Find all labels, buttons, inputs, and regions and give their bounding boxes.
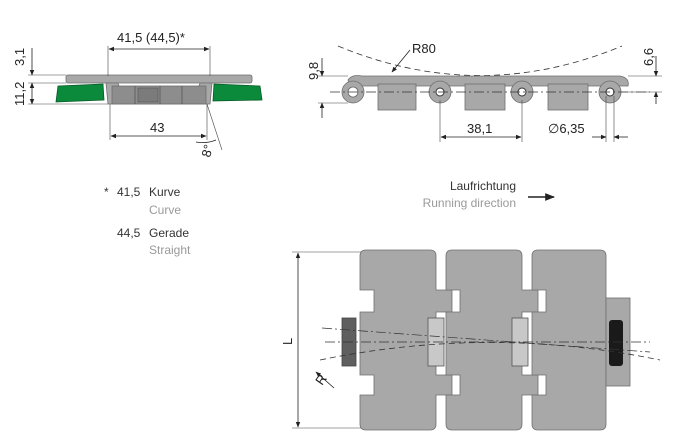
top-plate-3 <box>531 249 607 431</box>
dim-width-43: 43 <box>150 120 164 135</box>
note-curve-value: 41,5 <box>117 185 141 199</box>
curve-path <box>319 342 661 361</box>
side-view: R80 9,8 6,6 38,1 <box>306 41 662 142</box>
dim-radius-r: R <box>312 371 330 387</box>
direction-de: Laufrichtung <box>450 179 516 193</box>
dim-radius-r80: R80 <box>412 41 436 56</box>
note-curve-en: Curve <box>149 203 181 217</box>
link-tab-1 <box>377 83 417 111</box>
chain-top-plate <box>65 74 253 84</box>
note-curve-de: Kurve <box>149 185 181 199</box>
dim-pitch: 38,1 <box>467 121 492 136</box>
note-star: * <box>104 185 109 199</box>
dim-side-top: 6,6 <box>641 48 656 66</box>
link-tab-3 <box>547 83 589 111</box>
dim-top-width: 41,5 (44,5)* <box>117 30 185 45</box>
dim-pin-diameter: ∅6,35 <box>548 121 585 136</box>
dim-side-height: 9,8 <box>306 62 321 80</box>
dim-height-bottom: 11,2 <box>12 82 27 106</box>
angle-arc <box>195 139 217 143</box>
pin-end <box>609 320 623 366</box>
side-top-band <box>347 75 629 87</box>
top-plate-2 <box>445 249 539 431</box>
direction-en: Running direction <box>423 196 516 210</box>
radius-arc <box>337 45 623 76</box>
right-guide-strip <box>212 83 263 102</box>
running-direction: Laufrichtung Running direction <box>423 179 555 210</box>
chain-hinge-block <box>111 85 207 105</box>
link-tab-2 <box>464 83 506 111</box>
front-view: 41,5 (44,5)* 3,1 11,2 43 8° <box>12 30 263 159</box>
top-plate-1 <box>359 249 453 431</box>
note-straight-de: Gerade <box>149 226 189 240</box>
top-view: L R <box>280 249 661 431</box>
dim-angle: 8° <box>198 143 216 159</box>
dim-length: L <box>280 338 295 345</box>
note-straight-value: 44,5 <box>117 226 141 240</box>
notes: * 41,5 Kurve Curve 44,5 Gerade Straight <box>104 185 191 257</box>
left-guide-strip <box>55 83 105 103</box>
note-straight-en: Straight <box>149 243 191 257</box>
dim-height-top: 3,1 <box>12 48 27 66</box>
